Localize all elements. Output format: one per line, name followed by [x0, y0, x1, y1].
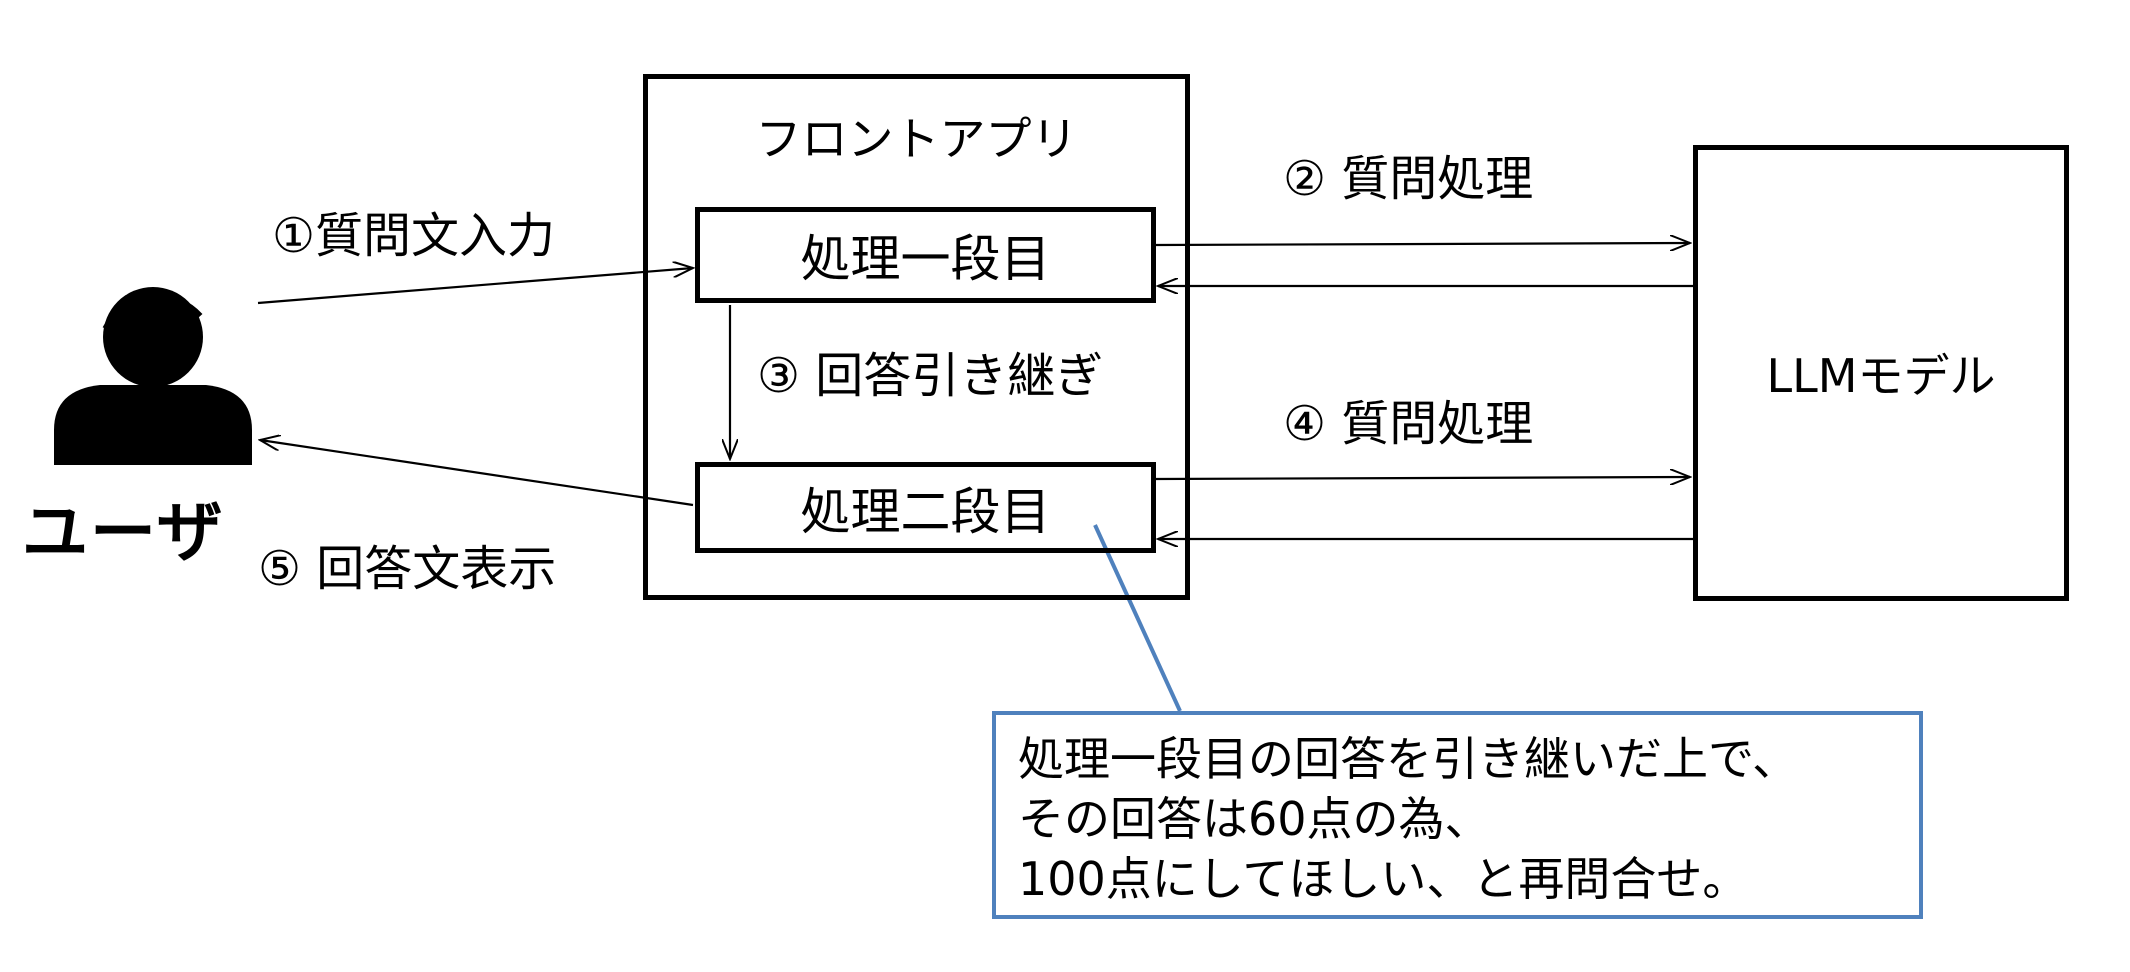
arrow-step5	[260, 440, 694, 507]
note-line-3: 100点にしてほしい、と再問合せ。	[1018, 852, 1749, 906]
note-line-2: その回答は60点の為、	[1018, 792, 1491, 846]
callout-note: 処理一段目の回答を引き継いだ上で、 その回答は60点の為、 100点にしてほしい…	[992, 711, 1923, 919]
step3-label: ③ 回答引き継ぎ	[757, 348, 1104, 404]
llm-model-box: LLMモデル	[1693, 145, 2069, 601]
user-label: ユーザ	[22, 494, 225, 571]
callout-pointer	[1093, 524, 1182, 712]
arrow-step2-request	[1155, 243, 1690, 245]
user-headset-icon	[54, 287, 252, 465]
step5-label: ⑤ 回答文表示	[258, 541, 557, 597]
step2-label: ② 質問処理	[1283, 151, 1534, 207]
arrow-step4-request	[1155, 477, 1690, 479]
process-step1-box: 処理一段目	[695, 207, 1156, 303]
process-step1-label: 処理一段目	[800, 230, 1051, 288]
arrow-step1	[257, 268, 693, 305]
process-step2-label: 処理二段目	[800, 482, 1051, 541]
step4-label: ④ 質問処理	[1283, 396, 1534, 452]
front-app-frame	[643, 74, 1190, 600]
llm-model-label: LLMモデル	[1766, 349, 1996, 403]
process-step2-box: 処理二段目	[695, 462, 1156, 553]
note-line-1: 処理一段目の回答を引き継いだ上で、	[1018, 732, 1799, 786]
front-app-title: フロントアプリ	[755, 112, 1078, 166]
step1-label: ①質問文入力	[272, 208, 556, 264]
